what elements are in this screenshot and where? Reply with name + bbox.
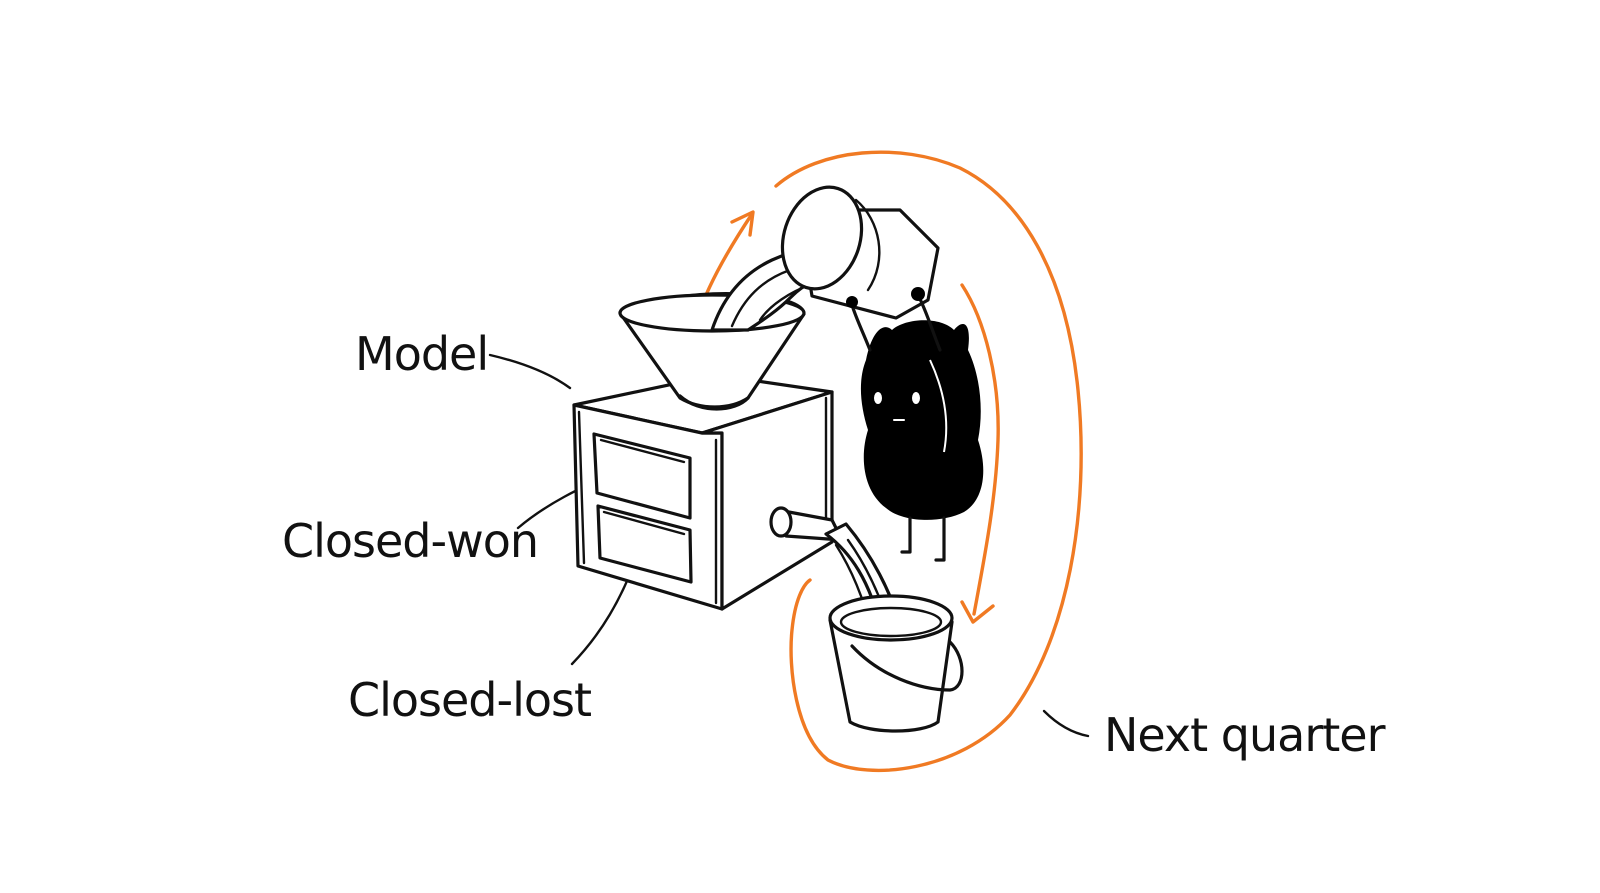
next-quarter-leader-line bbox=[1042, 709, 1090, 738]
bottom-bucket-icon bbox=[828, 594, 964, 733]
closed-won-label: Closed-won bbox=[282, 514, 538, 568]
cat-eye-right bbox=[912, 392, 920, 404]
spout-end bbox=[769, 506, 793, 538]
outer-loop-path bbox=[774, 150, 1083, 773]
top-bucket-rim bbox=[780, 185, 864, 291]
cat-eye-left bbox=[874, 392, 882, 404]
down-arrow-head bbox=[960, 600, 995, 624]
bottom-bucket-rim bbox=[828, 594, 954, 642]
closed-won-drawer bbox=[592, 432, 692, 520]
next-quarter-label: Next quarter bbox=[1104, 708, 1386, 762]
cat-body bbox=[860, 320, 984, 520]
machine-side bbox=[700, 390, 834, 611]
cat-right-leg bbox=[934, 516, 946, 562]
up-arrow-head bbox=[730, 210, 755, 237]
cat-left-leg bbox=[900, 516, 912, 554]
model-machine-icon bbox=[572, 373, 834, 611]
bucket-icon bbox=[780, 185, 940, 320]
model-label: Model bbox=[355, 327, 488, 381]
closed-lost-drawer bbox=[596, 504, 693, 584]
cat-character-icon bbox=[846, 287, 984, 562]
down-arrow-shaft bbox=[960, 283, 1000, 616]
bottom-bucket-handle bbox=[850, 640, 964, 692]
model-leader-line bbox=[488, 353, 572, 390]
cat-left-arm bbox=[850, 303, 872, 352]
closed-lost-label: Closed-lost bbox=[348, 673, 591, 727]
